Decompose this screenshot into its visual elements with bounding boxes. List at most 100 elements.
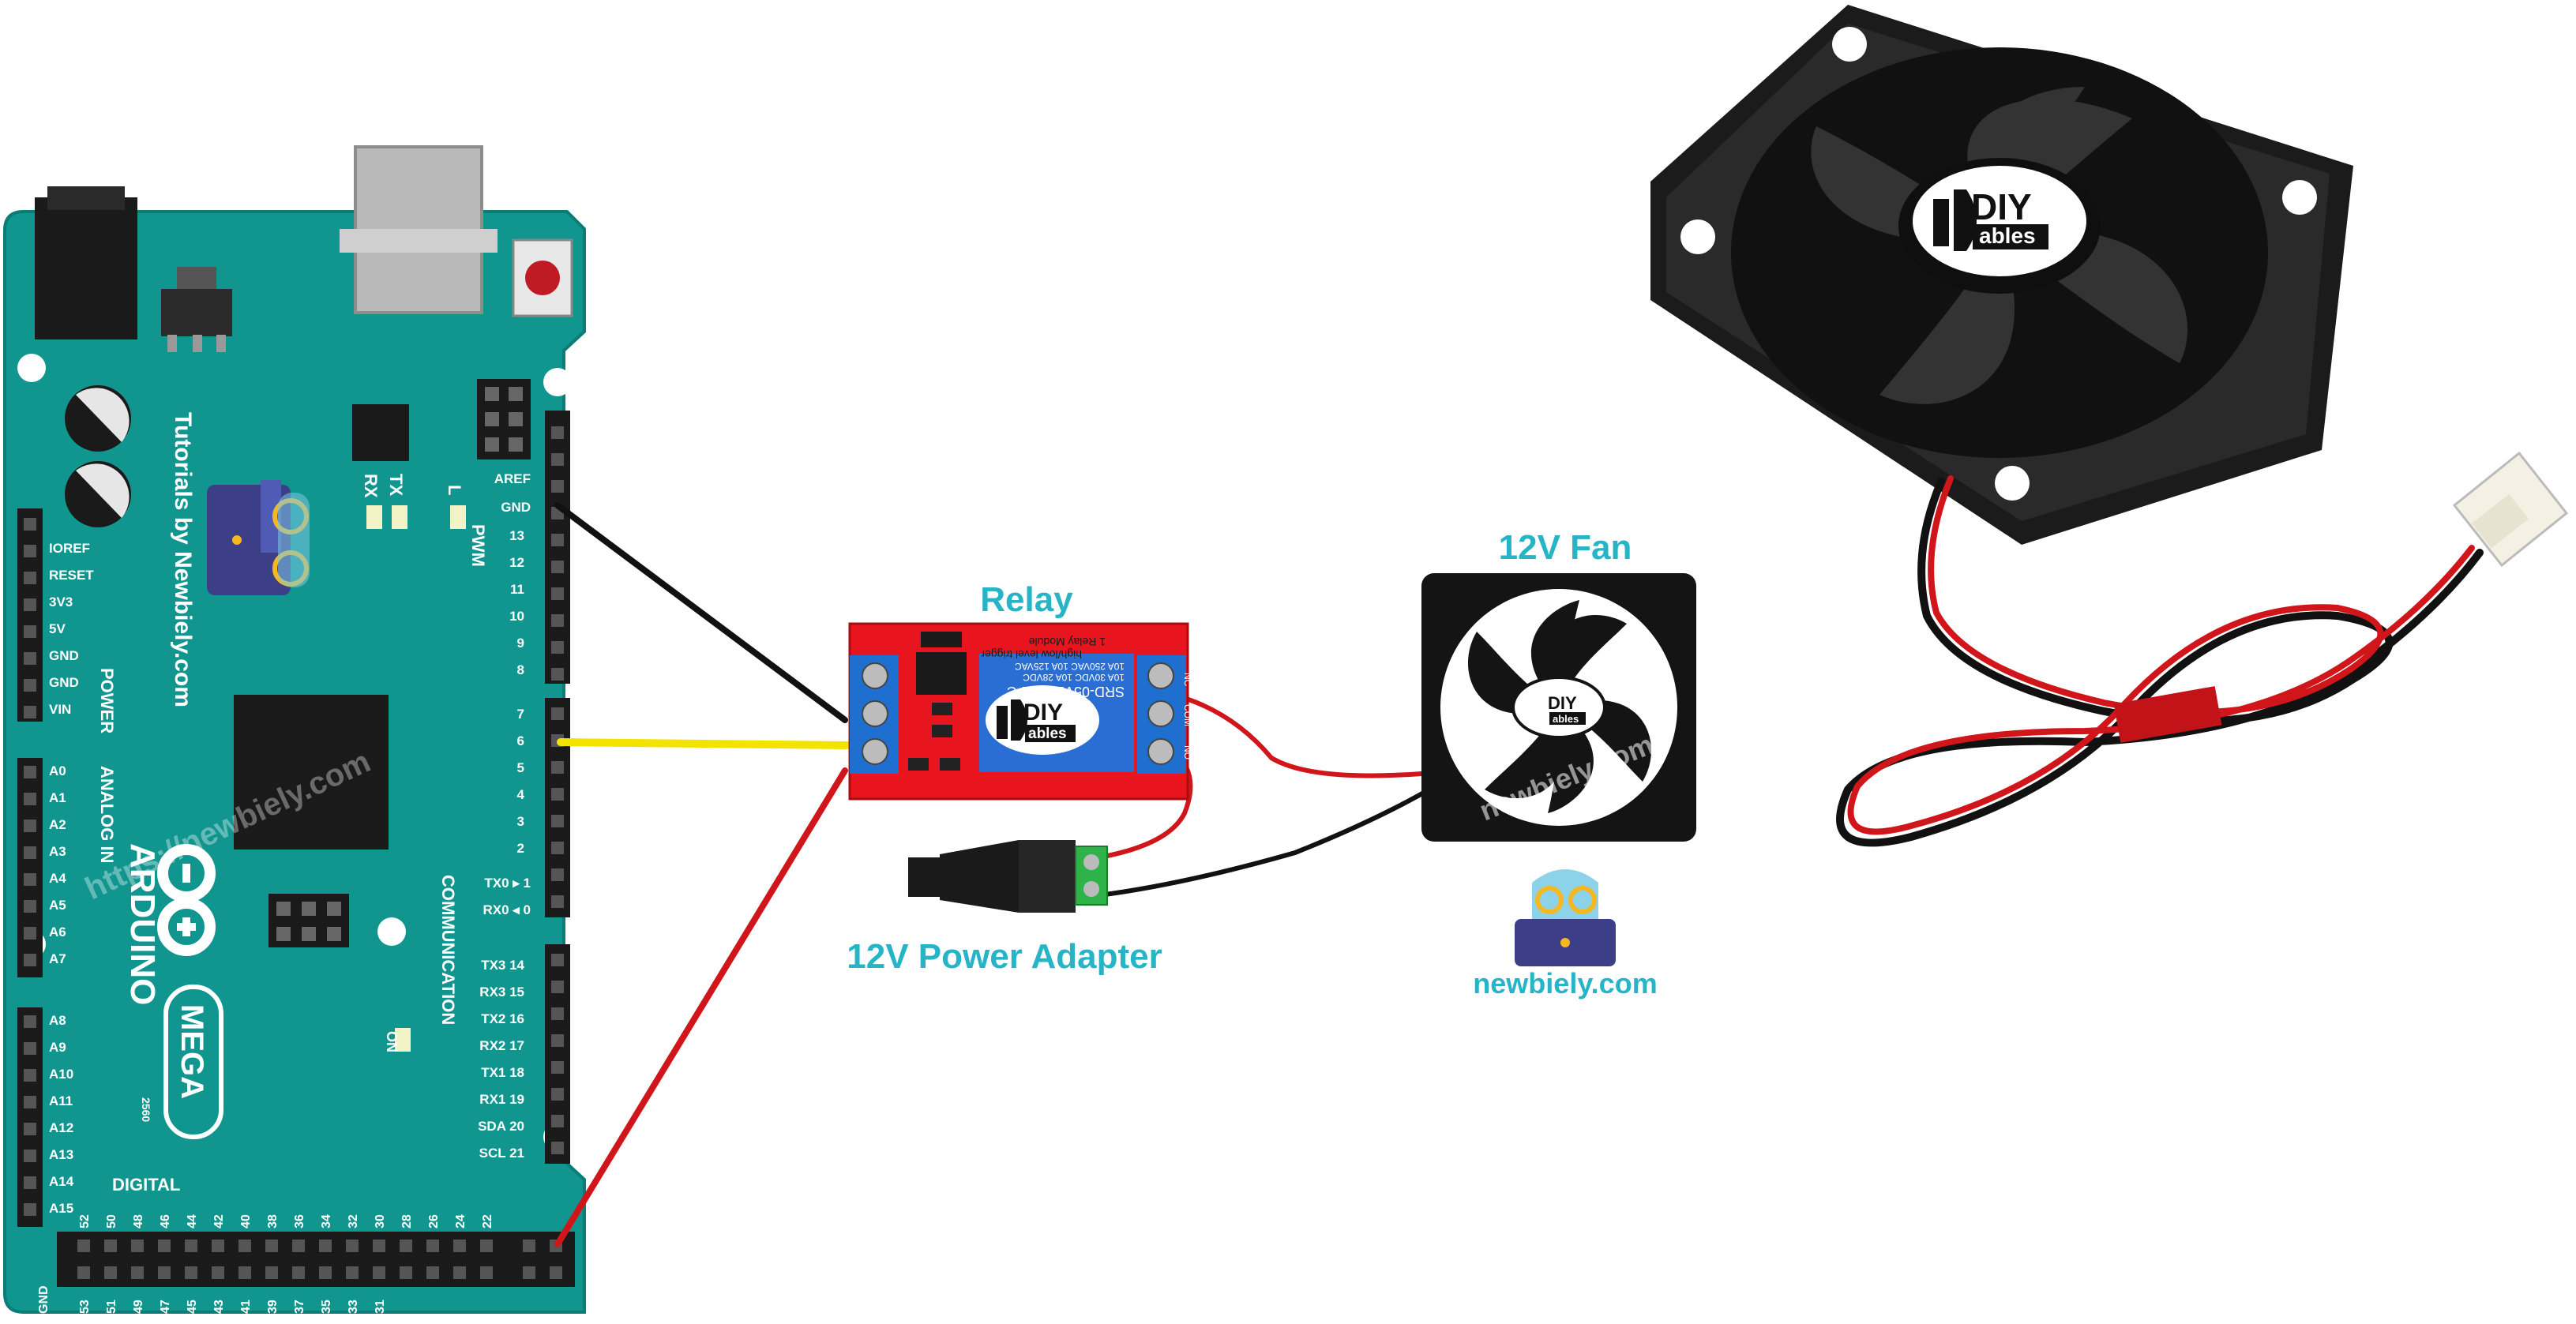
pin-label-a11: A11 <box>49 1093 73 1108</box>
wire-signal-yellow <box>557 738 851 749</box>
pin-label-5v: 5V <box>49 621 66 636</box>
fan-label: 12V Fan <box>1499 528 1632 567</box>
relay-module: 1 Relay Module high/low level trigger SR… <box>848 622 1193 801</box>
pin-label-a15: A15 <box>49 1201 73 1216</box>
pin-label-scl: SCL 21 <box>479 1146 524 1161</box>
wire-gnd-black <box>554 502 848 723</box>
pin-label-10: 10 <box>509 609 524 624</box>
pin-label-51: 51 <box>105 1300 118 1314</box>
pin-label-aref: AREF <box>494 471 531 486</box>
pin-label-6: 6 <box>517 733 524 748</box>
usb-port <box>340 145 498 314</box>
svg-text:DIY: DIY <box>1023 700 1063 726</box>
svg-text:2560: 2560 <box>140 1097 152 1122</box>
pin-label-12: 12 <box>509 555 524 570</box>
l-led <box>450 505 466 529</box>
relay-module-title: 1 Relay Module <box>1029 636 1106 648</box>
l-label: L <box>445 485 464 495</box>
wires <box>554 502 1432 1247</box>
pin-label-vin: VIN <box>49 702 71 717</box>
pin-label-gnd2: GND <box>49 675 79 690</box>
dc-jack <box>35 186 137 339</box>
arduino-mega-board: Tutorials by Newbiely.com https://newbie… <box>3 145 586 1314</box>
pin-label-52: 52 <box>78 1214 92 1228</box>
wire-relay-to-fan-red <box>1171 692 1424 778</box>
svg-text:DIY: DIY <box>1548 693 1577 713</box>
pin-label-a6: A6 <box>49 925 66 940</box>
pin-label-47: 47 <box>159 1300 172 1314</box>
diyables-logo: DIY ables <box>986 685 1099 755</box>
pin-label-rx3: RX3 15 <box>479 985 524 1000</box>
relay-spec-2: 10A 30VDC 10A 28VDC <box>1023 672 1125 683</box>
power-section-label: POWER <box>97 668 117 733</box>
relay-no-label: NO <box>1182 745 1193 760</box>
pin-label-32: 32 <box>347 1214 360 1228</box>
pin-label-a12: A12 <box>49 1120 73 1135</box>
pin-label-ioref: IOREF <box>49 541 90 556</box>
tutorial-credit: Tutorials by Newbiely.com <box>170 412 196 707</box>
pin-label-31: 31 <box>374 1300 387 1314</box>
pin-label-rx1: RX1 19 <box>479 1092 524 1107</box>
tx-led <box>392 505 407 529</box>
pin-label-gnd1: GND <box>49 648 79 663</box>
icsp-header-bottom <box>268 894 349 947</box>
pin-label-33: 33 <box>347 1300 360 1314</box>
pin-label-rx2: RX2 17 <box>479 1038 524 1053</box>
pin-label-tx0: TX0 ▸ 1 <box>484 876 531 891</box>
tx-label: TX <box>386 474 406 496</box>
pin-label-a9: A9 <box>49 1040 66 1055</box>
pin-label-36: 36 <box>293 1214 306 1228</box>
reset-button <box>512 238 573 317</box>
pin-label-50: 50 <box>105 1214 118 1228</box>
pin-label-gnd-top: GND <box>501 500 531 515</box>
pin-label-13: 13 <box>509 528 524 543</box>
power-adapter-label: 12V Power Adapter <box>847 937 1162 976</box>
pin-label-40: 40 <box>239 1214 253 1228</box>
pin-label-44: 44 <box>186 1214 199 1228</box>
pin-label-tx3: TX3 14 <box>481 958 524 973</box>
pin-label-a8: A8 <box>49 1013 66 1028</box>
analog-header-2 <box>17 1007 43 1227</box>
pin-label-22: 22 <box>481 1214 494 1228</box>
pin-label-26: 26 <box>427 1214 441 1228</box>
large-fan-photo: DIY ables <box>1650 5 2353 545</box>
svg-text:ables: ables <box>1028 726 1067 742</box>
pin-label-sda: SDA 20 <box>478 1119 524 1134</box>
pin-label-a1: A1 <box>49 790 66 805</box>
pin-label-34: 34 <box>320 1214 333 1228</box>
fan-symbol: DIY ables newbiely.com <box>1421 573 1696 842</box>
usb-chip <box>352 404 409 461</box>
svg-text:ables: ables <box>1553 713 1579 725</box>
svg-text:ables: ables <box>1979 223 2036 248</box>
pin-label-a13: A13 <box>49 1147 73 1162</box>
relay-spec-1: 10A 250VAC 10A 125VAC <box>1015 661 1125 672</box>
relay-com-label: COM <box>1182 704 1193 726</box>
pin-label-3v3: 3V3 <box>49 594 73 609</box>
pin-label-9: 9 <box>517 636 524 651</box>
digital-section-label: DIGITAL <box>112 1175 180 1195</box>
icsp-header-top <box>477 379 531 459</box>
pin-label-45: 45 <box>186 1300 199 1314</box>
pin-label-30: 30 <box>374 1214 387 1228</box>
pin-label-35: 35 <box>320 1300 333 1314</box>
pin-label-a2: A2 <box>49 817 66 832</box>
pin-label-a5: A5 <box>49 898 66 913</box>
capacitors <box>65 385 131 527</box>
rx-led <box>366 505 382 529</box>
power-header <box>17 508 43 722</box>
on-label: ON <box>384 1031 400 1052</box>
pin-label-a14: A14 <box>49 1174 74 1189</box>
pin-label-a0: A0 <box>49 763 66 778</box>
newbiely-brand-label: newbiely.com <box>1473 967 1657 1000</box>
pin-label-a3: A3 <box>49 844 66 859</box>
pin-label-a7: A7 <box>49 951 66 966</box>
analog-section-label: ANALOG IN <box>97 766 117 863</box>
pin-label-2: 2 <box>517 841 524 856</box>
pin-label-24: 24 <box>454 1214 468 1228</box>
voltage-regulator <box>161 267 232 352</box>
pin-label-a4: A4 <box>49 871 66 886</box>
power-adapter <box>908 840 1108 913</box>
fan-connector <box>2452 451 2569 568</box>
relay-nc-label: NC <box>1182 673 1193 687</box>
svg-text:ARDUINO: ARDUINO <box>123 843 162 1005</box>
